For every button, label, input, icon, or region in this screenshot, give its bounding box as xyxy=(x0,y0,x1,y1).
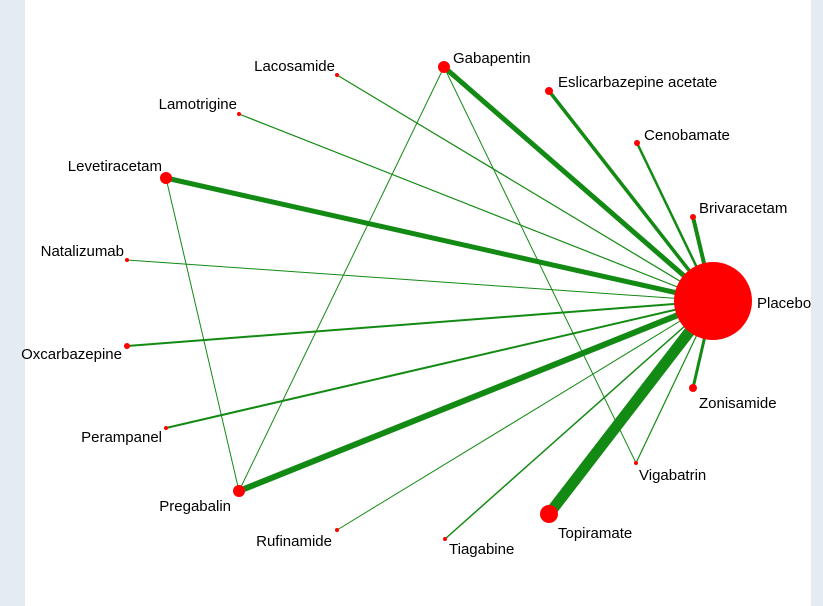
label-topiramate: Topiramate xyxy=(558,525,632,542)
labels-group: Placebo Gabapentin LacosamideEslicarbazepi… xyxy=(21,50,811,558)
node-eslicarbazepine xyxy=(545,87,553,95)
label-levetiracetam: Levetiracetam xyxy=(68,158,162,175)
edge-placebo-oxcarbazepine xyxy=(126,300,714,347)
left-margin-band xyxy=(0,0,25,606)
edge-placebo-topiramate xyxy=(544,297,718,518)
node-cenobamate xyxy=(634,140,640,146)
label-tiagabine: Tiagabine xyxy=(449,541,514,558)
edge-gabapentin-pregabalin xyxy=(238,66,445,492)
label-brivaracetam: Brivaracetam xyxy=(699,200,787,217)
node-rufinamide xyxy=(335,528,339,532)
node-tiagabine xyxy=(443,537,447,541)
label-pregabalin: Pregabalin xyxy=(159,498,231,515)
node-lamotrigine xyxy=(237,112,241,116)
label-gabapentin: Gabapentin xyxy=(453,50,531,67)
right-margin-band xyxy=(811,0,823,606)
label-oxcarbazepine: Oxcarbazepine xyxy=(21,346,122,363)
edge-placebo-tiagabine xyxy=(444,300,714,540)
label-perampanel: Perampanel xyxy=(81,429,162,446)
node-brivaracetam xyxy=(690,214,696,220)
edge-placebo-levetiracetam xyxy=(165,175,714,304)
label-lacosamide: Lacosamide xyxy=(254,58,335,75)
label-lamotrigine: Lamotrigine xyxy=(159,96,237,113)
edge-placebo-rufinamide xyxy=(336,300,714,531)
node-oxcarbazepine xyxy=(124,343,130,349)
node-zonisamide xyxy=(689,384,697,392)
label-cenobamate: Cenobamate xyxy=(644,127,730,144)
node-placebo xyxy=(674,262,752,340)
label-rufinamide: Rufinamide xyxy=(256,533,332,550)
label-vigabatrin: Vigabatrin xyxy=(639,467,706,484)
label-natalizumab: Natalizumab xyxy=(41,243,124,260)
edge-placebo-perampanel xyxy=(165,300,714,429)
edge-placebo-natalizumab xyxy=(126,259,714,302)
node-pregabalin xyxy=(233,485,245,497)
node-topiramate xyxy=(540,505,558,523)
label-zonisamide: Zonisamide xyxy=(699,395,777,412)
edges-group xyxy=(126,65,718,540)
nodes-group xyxy=(124,61,752,541)
edge-gabapentin-vigabatrin xyxy=(443,66,637,464)
node-gabapentin xyxy=(438,61,450,73)
edge-levetiracetam-pregabalin xyxy=(165,177,240,492)
edge-placebo-lamotrigine xyxy=(238,113,714,302)
edge-placebo-eslicarbazepine xyxy=(547,89,715,303)
label-eslicarbazepine: Eslicarbazepine acetate xyxy=(558,74,717,91)
node-vigabatrin xyxy=(634,461,638,465)
edge-placebo-lacosamide xyxy=(336,74,714,302)
node-levetiracetam xyxy=(160,172,172,184)
node-lacosamide xyxy=(335,73,339,77)
node-natalizumab xyxy=(125,258,129,262)
label-placebo: Placebo xyxy=(757,295,811,312)
edge-placebo-pregabalin xyxy=(237,298,715,494)
node-perampanel xyxy=(164,426,168,430)
edge-placebo-gabapentin xyxy=(442,65,715,303)
